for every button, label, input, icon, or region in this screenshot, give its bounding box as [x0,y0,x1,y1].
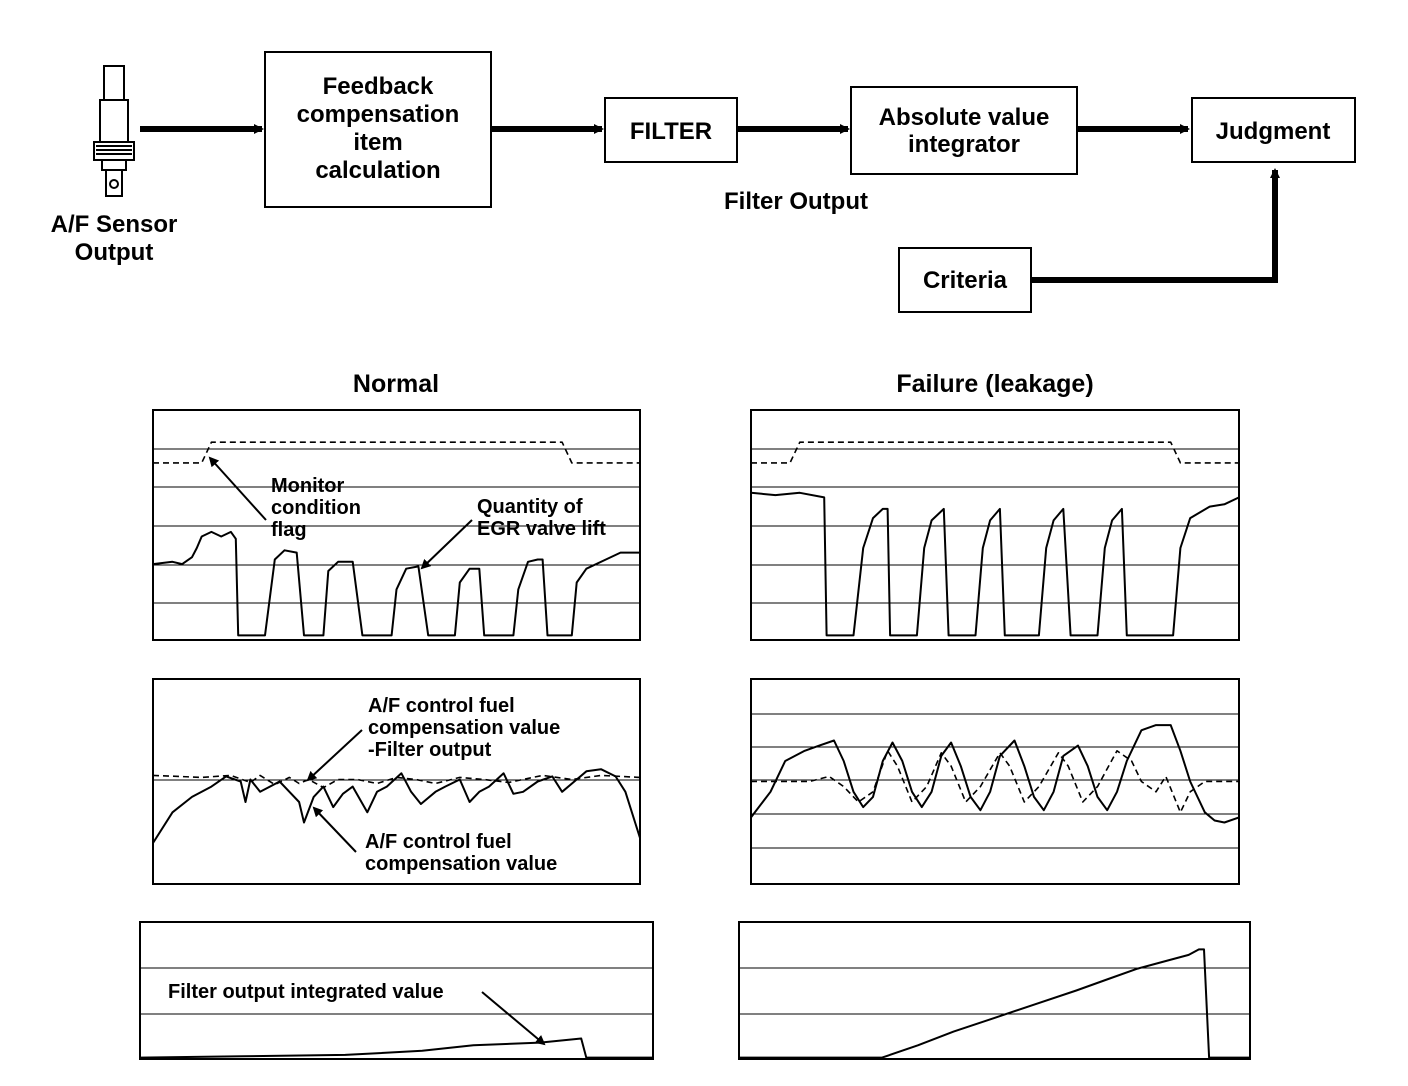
feedback-box-line-1: Feedback [323,73,434,100]
column-title-normal: Normal [353,370,439,398]
criteria-box: Criteria [898,247,1032,313]
arrow-comp-value [312,806,357,853]
chart-panel-normal-integrated [139,921,654,1060]
monitor-flag-annotation: Monitor condition flag [271,475,361,541]
chart-panel-normal-egr [152,409,641,641]
series-line-solid [750,724,1240,824]
filtered-comp-line-3: -Filter output [368,739,492,761]
filter-box-label: FILTER [630,118,712,145]
feedback-box-line-4: calculation [315,157,440,184]
arrow-egr-lift [420,519,473,570]
chart-panel-normal-compensation [152,678,641,885]
judgment-box: Judgment [1191,97,1356,163]
flow-arrows [140,124,1280,283]
egr-lift-annotation: Quantity of EGR valve lift [477,496,606,540]
panel-frame [152,678,641,885]
monitor-flag-line-2: condition [271,497,361,519]
integrator-box: Absolute value integrator [850,86,1078,175]
series-line-solid [739,948,1250,1059]
criteria-box-label: Criteria [923,267,1008,294]
series-line-solid [152,768,641,844]
arrow-monitor-flag [208,456,267,521]
panel-frame [152,409,641,641]
panel-frame [750,678,1240,885]
filter-box: FILTER [604,97,738,163]
series-line-solid [139,1037,653,1059]
monitor-flag-line-1: Monitor [271,475,345,497]
series-line-dashed [751,441,1239,464]
series-line-dashed [751,749,1239,814]
chart-panel-failure-compensation [750,678,1240,885]
panel-frame [750,409,1240,641]
filtered-comp-line-1: A/F control fuel [368,695,515,717]
sensor-label-line-2: Output [75,239,154,266]
comp-value-annotation: A/F control fuel compensation value [365,831,557,875]
filtered-comp-line-2: compensation value [368,717,560,739]
column-title-failure: Failure (leakage) [896,370,1093,398]
series-line-dashed [152,774,641,789]
feedback-box-line-2: compensation [297,101,460,128]
feedback-box-line-3: item [353,129,402,156]
series-line-dashed [153,441,640,464]
monitor-flag-line-3: flag [271,519,307,541]
arrow-integrated [481,991,546,1046]
panel-frame [139,921,654,1060]
judgment-box-label: Judgment [1216,118,1331,145]
chart-panel-failure-integrated [738,921,1251,1060]
chart-panel-failure-egr [750,409,1240,641]
comp-value-line-1: A/F control fuel [365,831,512,853]
filtered-comp-annotation: A/F control fuel compensation value -Fil… [368,695,560,761]
integrated-annotation: Filter output integrated value [168,981,444,1003]
integrator-box-line-1: Absolute value [879,104,1050,131]
filter-output-label: Filter Output [724,188,868,215]
af-sensor-icon [93,65,135,197]
egr-lift-line-1: Quantity of [477,496,583,518]
series-line-solid [750,491,1240,637]
sensor-label-line-1: A/F Sensor [51,211,178,238]
arrow-criteria-to-judgment [1032,168,1280,283]
series-line-solid [152,530,640,637]
annotation-arrows [208,456,546,1046]
panel-frame [738,921,1251,1060]
comp-value-line-2: compensation value [365,853,557,875]
arrow-filtered-comp [306,729,363,782]
feedback-box: Feedback compensation item calculation [264,51,492,208]
egr-lift-line-2: EGR valve lift [477,518,606,540]
integrator-box-line-2: integrator [908,131,1020,158]
